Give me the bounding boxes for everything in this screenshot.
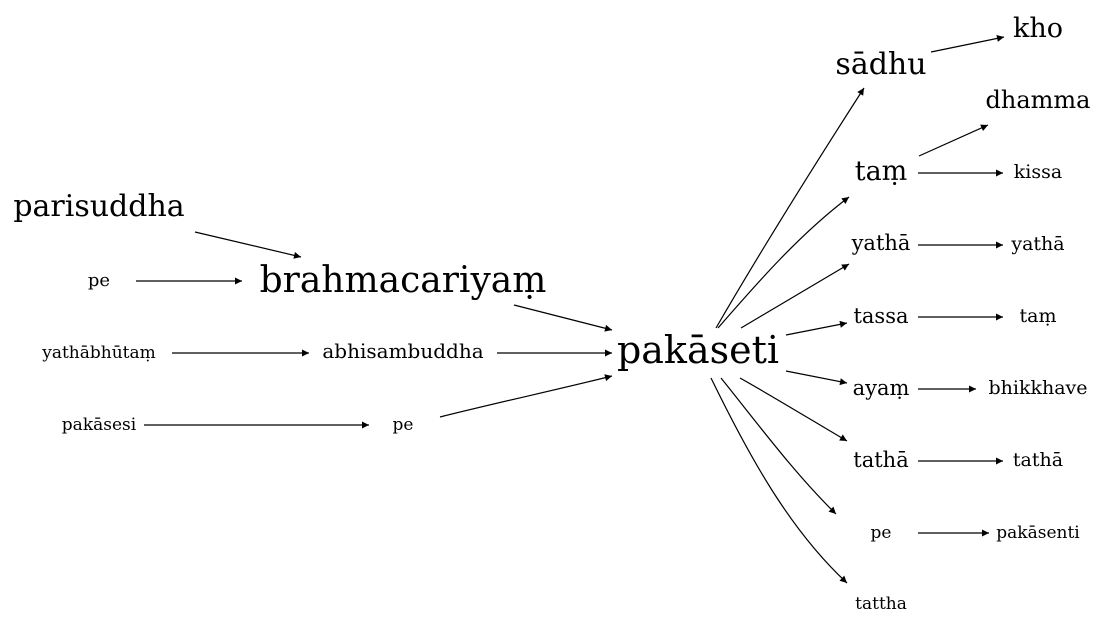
node-tam: taṃ bbox=[855, 156, 908, 187]
node-brahmacariyam: brahmacariyaṃ bbox=[260, 260, 547, 301]
edge-tam-dhamma bbox=[918, 124, 989, 157]
node-tatha-2: tathā bbox=[1013, 449, 1063, 471]
edge-pakaseti-tattha bbox=[710, 377, 848, 584]
node-pakaseti: pakāseti bbox=[617, 328, 779, 372]
node-pakasenti: pakāsenti bbox=[996, 523, 1080, 543]
edge-parisuddha-brahmacariyam bbox=[194, 231, 302, 259]
node-tatha: tathā bbox=[853, 448, 908, 472]
edges bbox=[136, 34, 1005, 584]
edge-pakaseti-tam bbox=[717, 196, 850, 329]
node-yathabhutam: yathābhūtaṃ bbox=[41, 343, 156, 363]
node-pe-middle: pe bbox=[393, 415, 414, 435]
edge-sadhu-kho bbox=[930, 34, 1005, 53]
node-sadhu: sādhu bbox=[835, 47, 926, 82]
node-tam-2: taṃ bbox=[1020, 305, 1057, 327]
edge-pakaseti-tatha bbox=[739, 377, 848, 442]
node-parisuddha: parisuddha bbox=[13, 189, 184, 224]
node-tassa: tassa bbox=[853, 304, 908, 328]
edge-pakaseti-yatha bbox=[740, 263, 850, 329]
node-tattha: tattha bbox=[855, 594, 907, 614]
edge-pakaseti-ayam bbox=[785, 370, 848, 386]
node-kissa: kissa bbox=[1014, 161, 1062, 183]
node-yatha-2: yathā bbox=[1010, 233, 1064, 255]
edge-pakaseti-tassa bbox=[785, 320, 848, 336]
node-yatha: yathā bbox=[851, 231, 911, 255]
node-abhisambuddha: abhisambuddha bbox=[322, 339, 483, 363]
node-pakasesi: pakāsesi bbox=[62, 415, 137, 435]
nodes: parisuddha pe yathābhūtaṃ pakāsesi brahm… bbox=[13, 13, 1090, 614]
edge-pe-middle-pakaseti bbox=[439, 374, 613, 418]
edge-pakaseti-sadhu bbox=[715, 87, 865, 329]
node-ayam: ayaṃ bbox=[853, 376, 910, 400]
node-pe-right: pe bbox=[871, 523, 892, 543]
node-kho: kho bbox=[1013, 13, 1063, 44]
edge-brahmacariyam-pakaseti bbox=[513, 304, 613, 332]
node-pe-left: pe bbox=[88, 270, 110, 291]
edge-pakaseti-pe-right bbox=[720, 377, 837, 515]
node-bhikkhave: bhikkhave bbox=[988, 377, 1087, 399]
node-dhamma: dhamma bbox=[986, 86, 1091, 114]
